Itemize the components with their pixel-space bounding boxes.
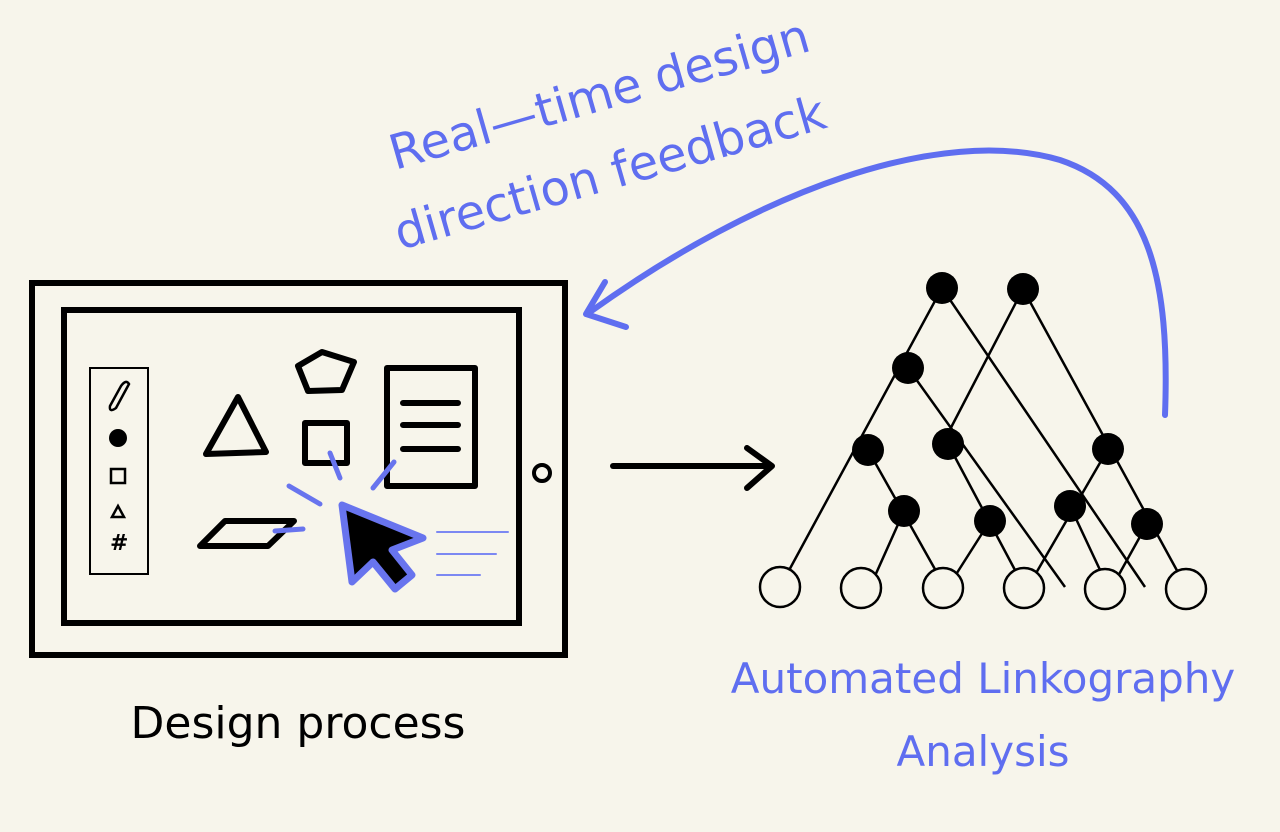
canvas-shapes [197, 349, 478, 549]
linkograph-move-node [1083, 567, 1127, 611]
grid-icon: # [110, 531, 128, 556]
tablet-frame [29, 280, 568, 658]
linkograph-move-node [921, 566, 965, 610]
parallelogram-shape [197, 518, 297, 549]
document-lines [400, 400, 461, 452]
linkograph-move-node [1164, 567, 1208, 611]
linkograph-node [1131, 508, 1163, 540]
linkograph-node [926, 272, 958, 304]
circle-icon [109, 429, 127, 447]
linkograph-node [932, 428, 964, 460]
linkograph-move-node [1002, 566, 1046, 610]
linkograph-node [852, 434, 884, 466]
mouse-cursor-icon [338, 501, 427, 593]
linkograph-move-node [839, 566, 883, 610]
motion-lines [436, 531, 509, 576]
linkograph-moves [758, 565, 1208, 611]
linkograph-node [1092, 433, 1124, 465]
linkograph-node [888, 495, 920, 527]
tablet [29, 280, 568, 658]
feedback-arrow [583, 147, 1169, 418]
linkograph-node [892, 352, 924, 384]
linkograph-move-node [758, 565, 802, 609]
design-process-caption: Design process [131, 698, 466, 749]
linkograph-nodes [852, 272, 1163, 540]
square-shape [302, 420, 350, 466]
click-rays [272, 450, 397, 534]
toolbar: # [89, 367, 149, 575]
linkograph [758, 272, 1208, 611]
linkography-caption-line2: Analysis [896, 727, 1069, 776]
cursor-group [272, 450, 509, 593]
linkography-caption-line1: Automated Linkography [731, 654, 1236, 703]
home-button-icon [532, 463, 552, 483]
tablet-screen [61, 307, 522, 626]
pentagon-shape [295, 349, 357, 394]
process-arrow [610, 445, 775, 491]
triangle-icon [109, 503, 127, 519]
linkograph-node [1007, 273, 1039, 305]
square-icon [109, 467, 127, 485]
linkograph-links [778, 285, 1188, 588]
document-shape [384, 365, 478, 489]
linkograph-node [974, 505, 1006, 537]
triangle-shape [203, 394, 269, 457]
linkograph-node [1054, 490, 1086, 522]
pencil-icon [108, 380, 131, 412]
